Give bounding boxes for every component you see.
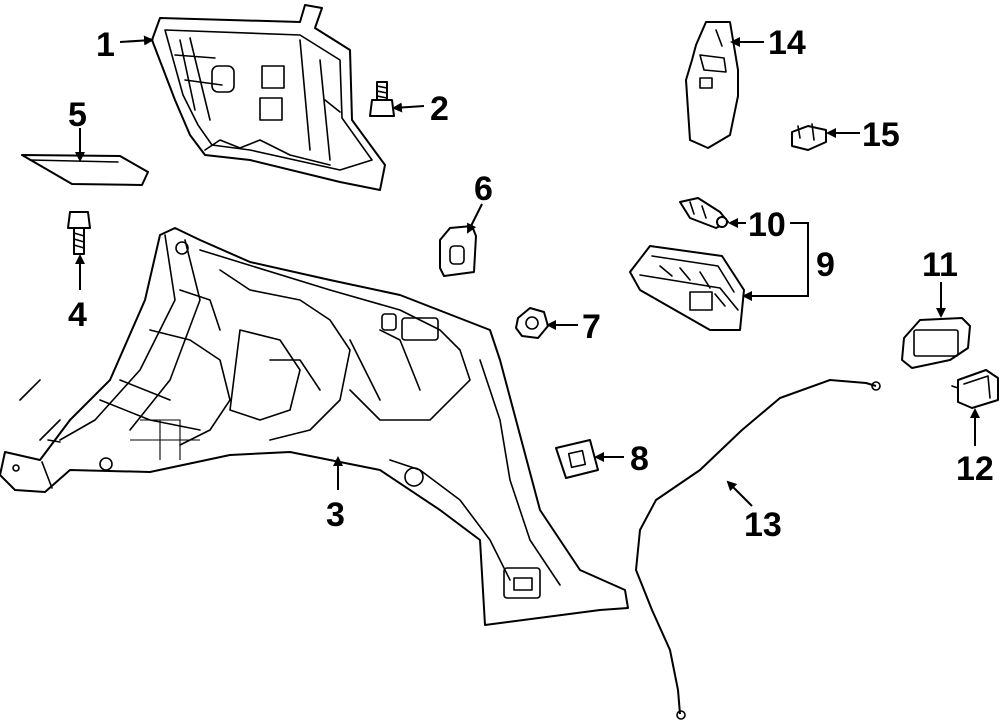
part-1-upper-quarter-trim bbox=[151, 4, 386, 191]
part-3-quarter-trim-panel bbox=[0, 227, 629, 626]
part-5-cover-plate bbox=[21, 154, 149, 186]
callout-10: 10 bbox=[748, 206, 786, 244]
callout-labels: 1 2 3 4 5 6 7 8 9 10 11 12 13 14 15 bbox=[68, 24, 994, 544]
callout-1: 1 bbox=[96, 26, 115, 64]
callout-2: 2 bbox=[430, 90, 449, 128]
part-10-bulb bbox=[679, 197, 729, 229]
callout-7: 7 bbox=[582, 308, 601, 346]
callout-13: 13 bbox=[744, 506, 782, 544]
part-8-retainer bbox=[555, 439, 599, 479]
part-2-bolt bbox=[369, 81, 395, 117]
callout-6: 6 bbox=[474, 170, 493, 208]
leader-9-bracket bbox=[742, 222, 809, 301]
callout-5: 5 bbox=[68, 96, 87, 134]
part-14-bracket bbox=[685, 21, 739, 149]
callout-8: 8 bbox=[630, 440, 649, 478]
callout-3: 3 bbox=[326, 496, 345, 534]
callout-4: 4 bbox=[68, 296, 87, 334]
leader-2 bbox=[392, 102, 425, 113]
part-6-clip bbox=[439, 225, 477, 277]
part-9-lamp-housing bbox=[629, 245, 745, 331]
leader-lines bbox=[75, 35, 980, 507]
callout-15: 15 bbox=[862, 116, 900, 154]
leader-13 bbox=[726, 480, 753, 507]
part-13-release-cable bbox=[635, 379, 881, 720]
leader-1 bbox=[119, 35, 154, 46]
callout-9: 9 bbox=[816, 246, 835, 284]
part-7-nut bbox=[515, 307, 549, 339]
callout-14: 14 bbox=[768, 24, 806, 62]
leader-6 bbox=[467, 203, 483, 234]
callout-12: 12 bbox=[956, 450, 994, 488]
part-15-clip bbox=[791, 123, 827, 151]
part-12-button bbox=[951, 369, 999, 409]
callout-11: 11 bbox=[922, 246, 958, 284]
part-4-screw bbox=[67, 211, 91, 255]
part-11-switch bbox=[901, 317, 971, 369]
